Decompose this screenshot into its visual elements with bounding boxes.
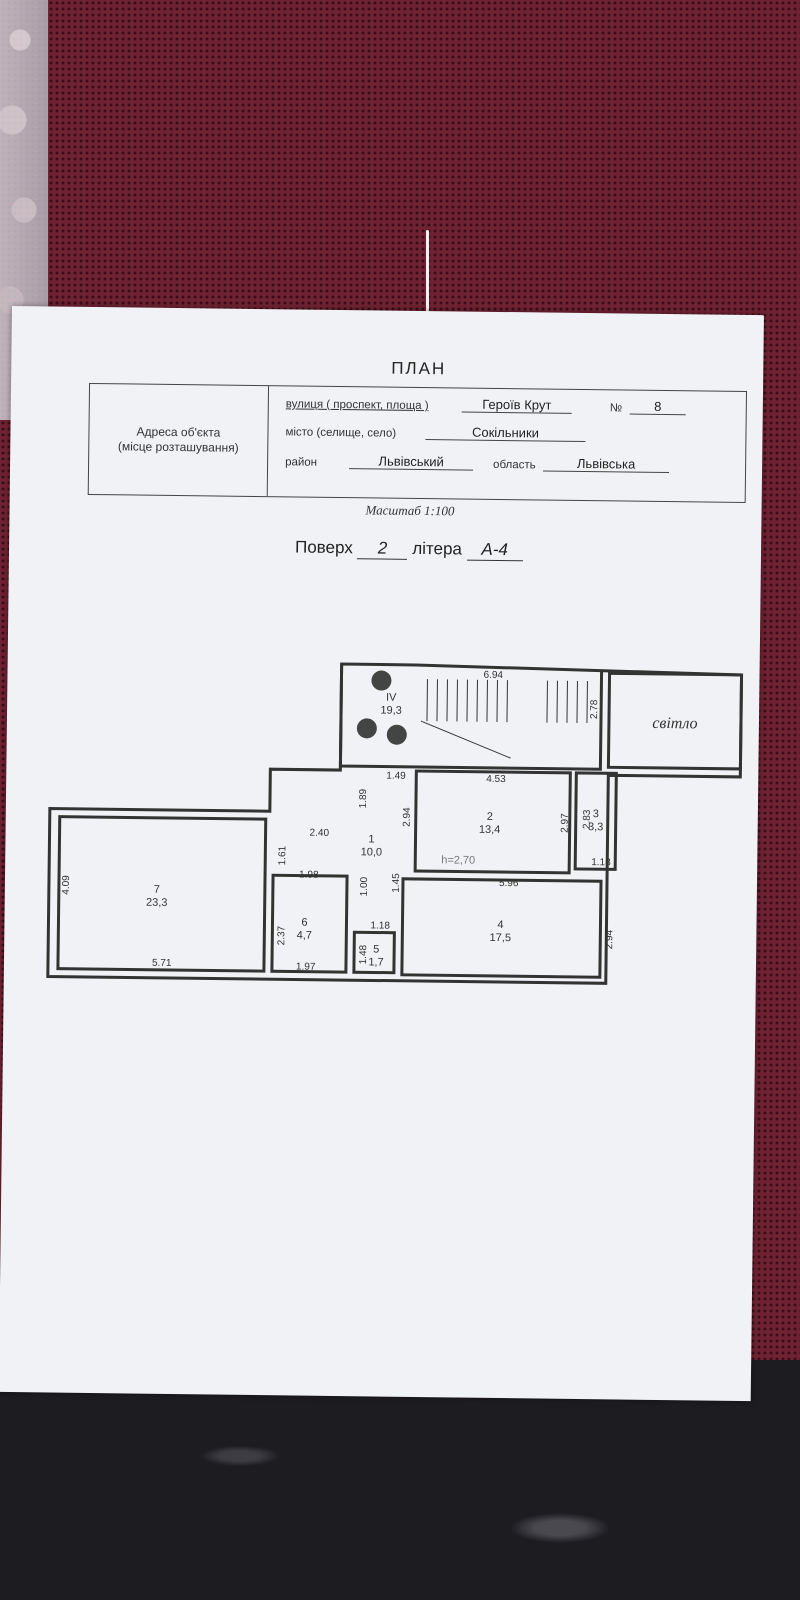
room-7-wall (56, 815, 268, 973)
address-table: Адреса об'єкта (місце розташування) вули… (87, 382, 748, 503)
dim-5-71: 5.71 (152, 958, 172, 969)
address-header-line-1: Адреса об'єкта (136, 424, 221, 440)
room-2-id: 2 (487, 811, 493, 823)
vent-shafts (356, 670, 407, 745)
city-label: місто (селище, село) (285, 426, 397, 440)
dim-2-97: 2.97 (560, 813, 571, 833)
floor-label: Поверх (294, 537, 353, 558)
dim-1-18-room5: 1.18 (370, 920, 390, 931)
room-IV-id: IV (386, 692, 397, 704)
dim-5-96: 5.96 (499, 878, 519, 889)
outer-wall (46, 662, 744, 985)
floor-plan-drawing: 7 23,3 6 4,7 5 1,7 4 17,5 1 10,0 2 13,4 … (46, 662, 744, 985)
room-2-wall (413, 769, 572, 875)
floor-value: 2 (357, 538, 408, 560)
number-label: № (609, 402, 623, 415)
city-value: Сокільники (425, 424, 586, 443)
room-4-wall (400, 877, 603, 979)
room-5-wall (352, 930, 396, 975)
dim-1-45: 1.45 (391, 873, 402, 893)
room-7-id: 7 (154, 884, 160, 896)
room-3-id: 3 (593, 808, 599, 820)
room-6-id: 6 (301, 917, 307, 929)
floor-plan-sheet: ПЛАН Адреса об'єкта (місце розташування)… (0, 306, 764, 1402)
street-label: вулиця ( проспект, площа ) (285, 398, 429, 413)
room-4-area: 17,5 (490, 932, 512, 944)
room-6-area: 4,7 (297, 930, 312, 942)
scale-label: Масштаб 1:100 (365, 502, 455, 519)
room-4-id: 4 (497, 919, 503, 931)
address-header-line-2: (місце розташування) (117, 439, 239, 455)
dim-2-94: 2.94 (402, 807, 413, 827)
dim-2-37: 2.37 (276, 925, 287, 945)
dim-1-61: 1.61 (277, 845, 288, 865)
letter-value: А-4 (466, 539, 523, 562)
room-7-area: 23,3 (146, 897, 168, 909)
dim-4-09: 4.09 (61, 875, 72, 895)
dim-1-97: 1.97 (296, 962, 316, 973)
document-title: ПЛАН (391, 358, 447, 379)
room-6-wall (270, 873, 349, 974)
room-1-id: 1 (368, 833, 374, 845)
dim-1-48: 1.48 (358, 944, 369, 964)
dim-6-94: 6.94 (483, 670, 503, 681)
street-value: Героїв Крут (461, 396, 572, 414)
light-well-wall (606, 671, 744, 771)
address-header: Адреса об'єкта (місце розташування) (88, 383, 270, 497)
room-3-area: 3,3 (588, 821, 603, 833)
ceiling-height: h=2,70 (441, 854, 475, 866)
room-5-id: 5 (373, 943, 379, 955)
room-5-area: 1,7 (368, 956, 383, 968)
vent-shaft (386, 724, 407, 745)
dim-4-53: 4.53 (486, 774, 506, 785)
light-well-label: світло (652, 715, 697, 733)
dim-1-89: 1.89 (358, 788, 369, 808)
district-label: район (285, 456, 318, 469)
region-label: область (493, 458, 536, 472)
dim-1-98: 1.98 (299, 870, 319, 881)
dim-1-49: 1.49 (386, 771, 406, 782)
dim-2-83: 2.83 (582, 809, 593, 829)
staircase (420, 679, 588, 759)
dim-2-40: 2.40 (310, 828, 330, 839)
vent-shaft (356, 718, 377, 739)
vent-shaft (371, 670, 392, 691)
dim-2-94-room4: 2.94 (604, 929, 615, 949)
charging-cable (426, 230, 429, 320)
dim-2-78: 2.78 (589, 699, 600, 719)
room-IV-area: 19,3 (380, 705, 402, 717)
room-1-area: 10,0 (361, 846, 383, 858)
district-value: Львівський (349, 453, 474, 471)
number-value: 8 (629, 398, 686, 416)
floor-line: Поверх 2 літера А-4 (294, 537, 523, 562)
room-2-area: 13,4 (479, 824, 501, 836)
dim-1-00: 1.00 (359, 876, 370, 896)
region-value: Львівська (543, 455, 670, 474)
dim-1-18-room3: 1.18 (591, 857, 611, 868)
letter-label: літера (412, 538, 463, 559)
stair-hall-wall (338, 664, 604, 771)
room-3-wall (573, 771, 618, 871)
